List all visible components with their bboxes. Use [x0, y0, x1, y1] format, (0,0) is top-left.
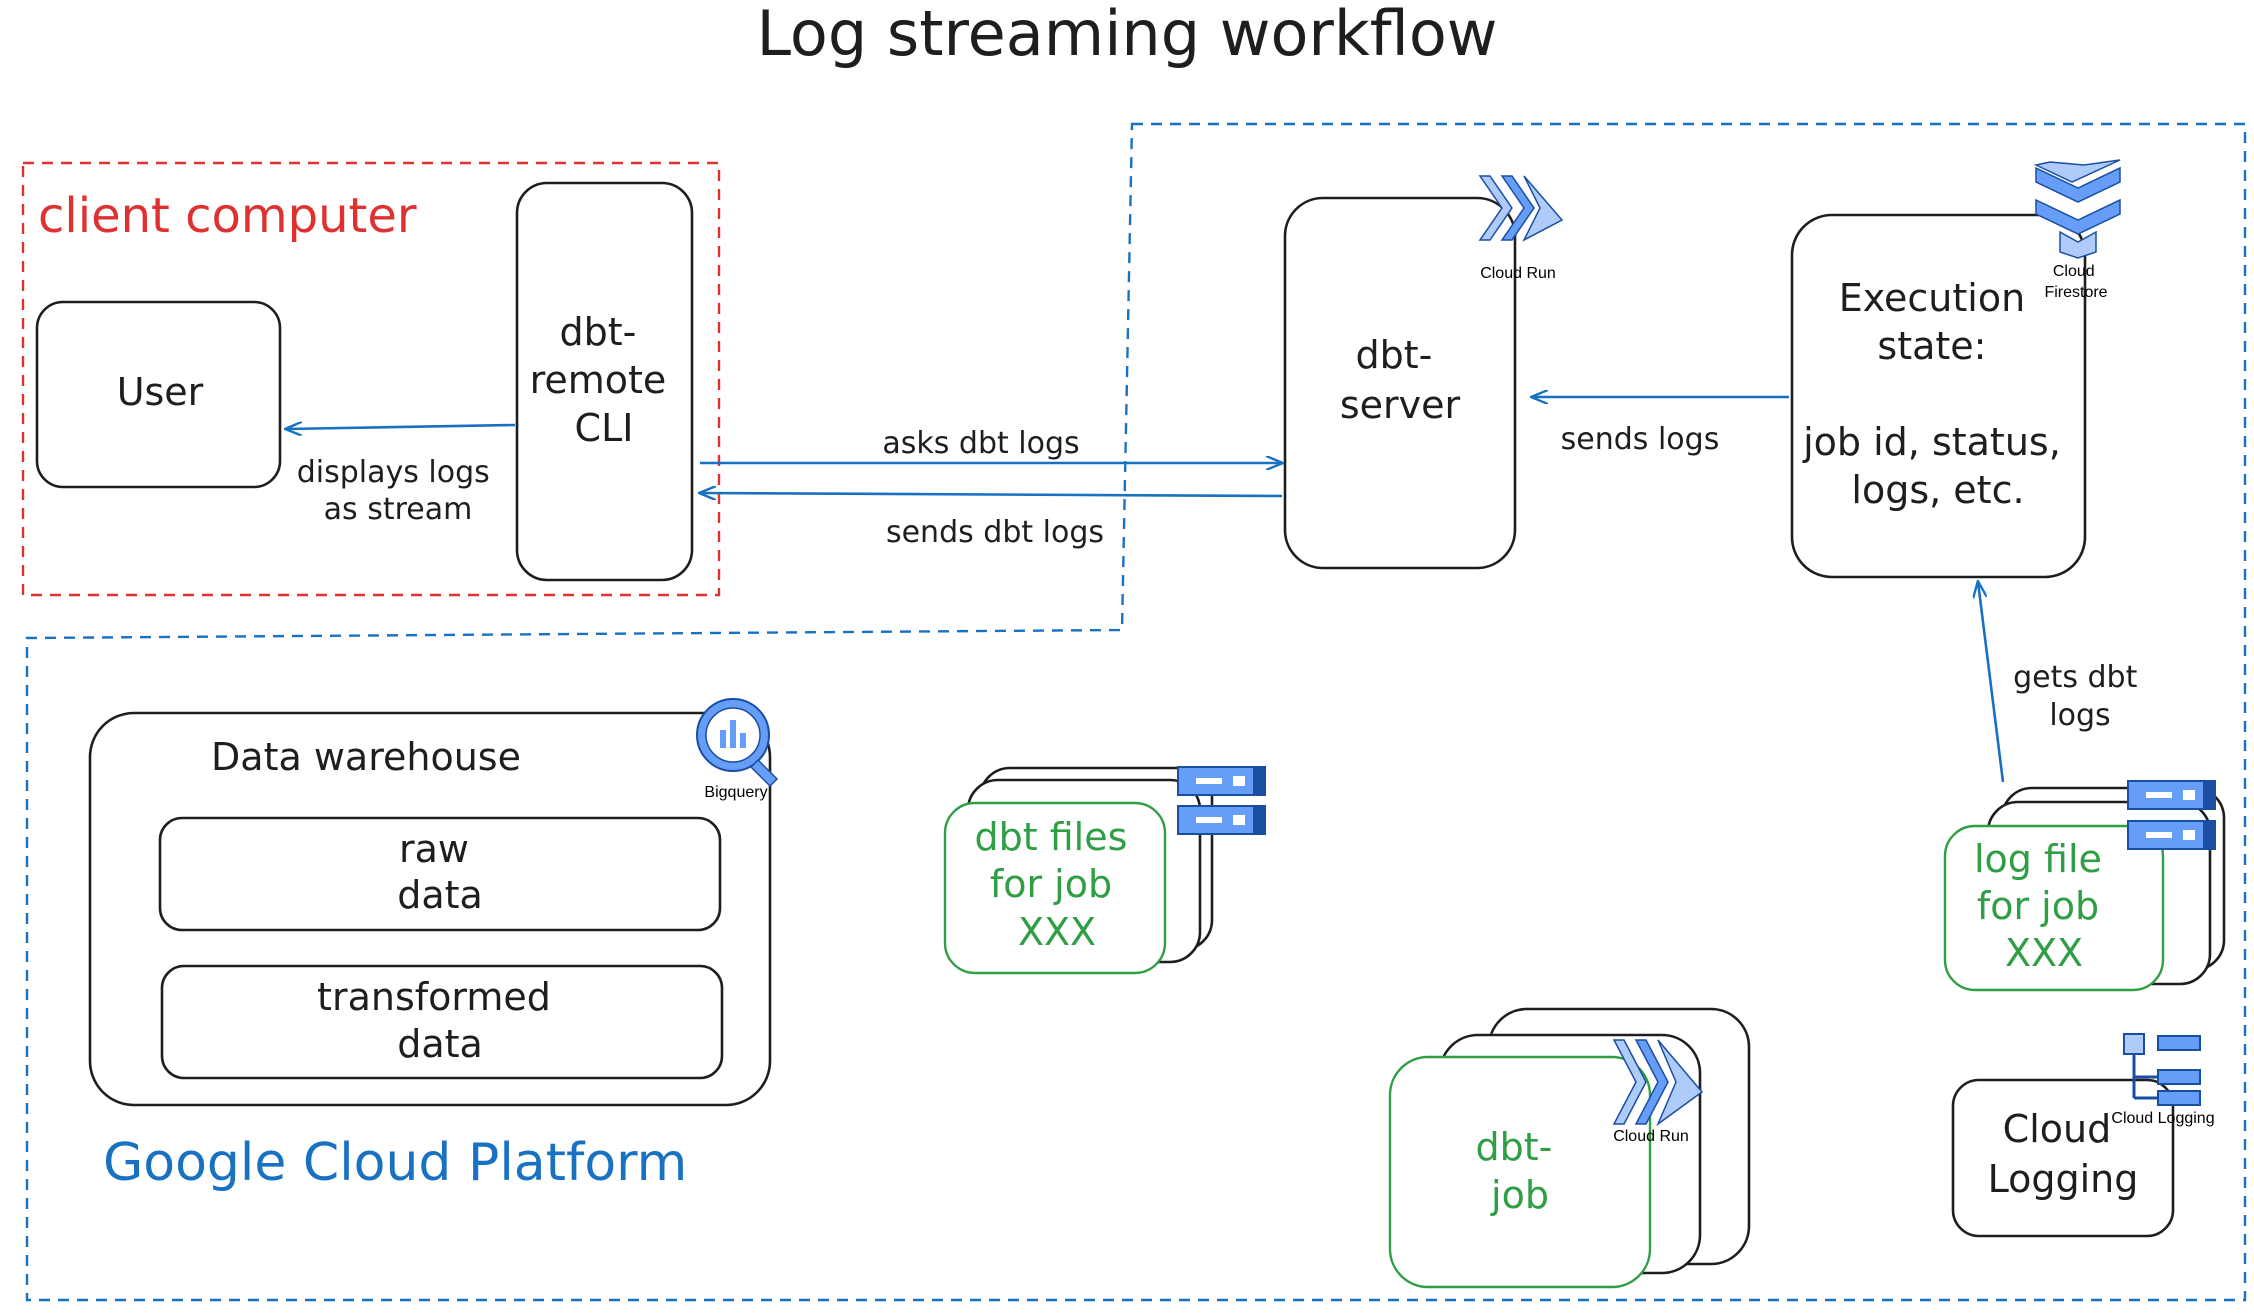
cloud-logging-label: Cloud Logging [1988, 1107, 2139, 1201]
raw-data-node [158, 816, 722, 932]
arrow-sends-dbt-logs [700, 493, 1283, 496]
client-region-label: client computer [38, 188, 417, 244]
cloud-run-icon-label: Cloud Run [1613, 1128, 1689, 1145]
asks-logs-label: asks dbt logs [882, 426, 1079, 461]
dbt-job-node [1388, 1055, 1652, 1289]
diagram-title: Log streaming workflow [756, 0, 1497, 70]
transformed-data-node [160, 964, 724, 1080]
server-label: dbt- server [1340, 333, 1461, 427]
bigquery-icon-label: Bigquery [704, 784, 767, 801]
transformed-data-label: transformed data [317, 975, 563, 1066]
execution-state-label: Execution state: job id, status, logs, e… [1802, 276, 2073, 512]
storage-server-icon [1177, 766, 1266, 835]
user-label: User [117, 370, 204, 414]
cloud-logging-icon-label: Cloud Logging [2111, 1110, 2214, 1127]
sends-dbt-logs-label: sends dbt logs [886, 515, 1104, 550]
cli-label: dbt- remote CLI [530, 310, 679, 450]
log-file-label: log file for job XXX [1974, 837, 2114, 975]
firestore-icon [2033, 159, 2121, 259]
arrow-cli-to-user [286, 425, 516, 429]
gcp-region-label: Google Cloud Platform [103, 1133, 687, 1193]
dbt-files-node [943, 801, 1167, 975]
dbt-files-label: dbt files for job XXX [975, 815, 1140, 954]
raw-data-label: raw data [397, 827, 483, 917]
execution-state-node [1790, 213, 2087, 579]
displays-logs-label: displays logs as stream [297, 455, 500, 527]
log-file-node [1943, 824, 2165, 992]
gcp-region-border [25, 122, 2247, 1302]
cloud-run-icon [1612, 1039, 1704, 1127]
server-node [1283, 196, 1517, 570]
cloud-logging-node [1951, 1078, 2175, 1238]
data-warehouse-label: Data warehouse [211, 735, 521, 779]
client-region-border [21, 161, 721, 597]
dbt-job-label: dbt- job [1476, 1125, 1565, 1217]
bigquery-icon [696, 698, 779, 788]
cli-node [515, 181, 694, 582]
cloud-run-icon [1478, 175, 1564, 242]
storage-server-icon [2127, 780, 2216, 850]
arrow-gets-logs [1978, 582, 2005, 783]
cloud-logging-icon [2123, 1033, 2201, 1106]
gets-logs-label: gets dbt logs [2013, 660, 2147, 733]
cloud-run-icon-label: Cloud Run [1480, 265, 1556, 282]
firestore-icon-label: Cloud Firestore [2044, 263, 2107, 301]
user-node [35, 300, 282, 489]
sends-logs-label: sends logs [1561, 422, 1720, 457]
